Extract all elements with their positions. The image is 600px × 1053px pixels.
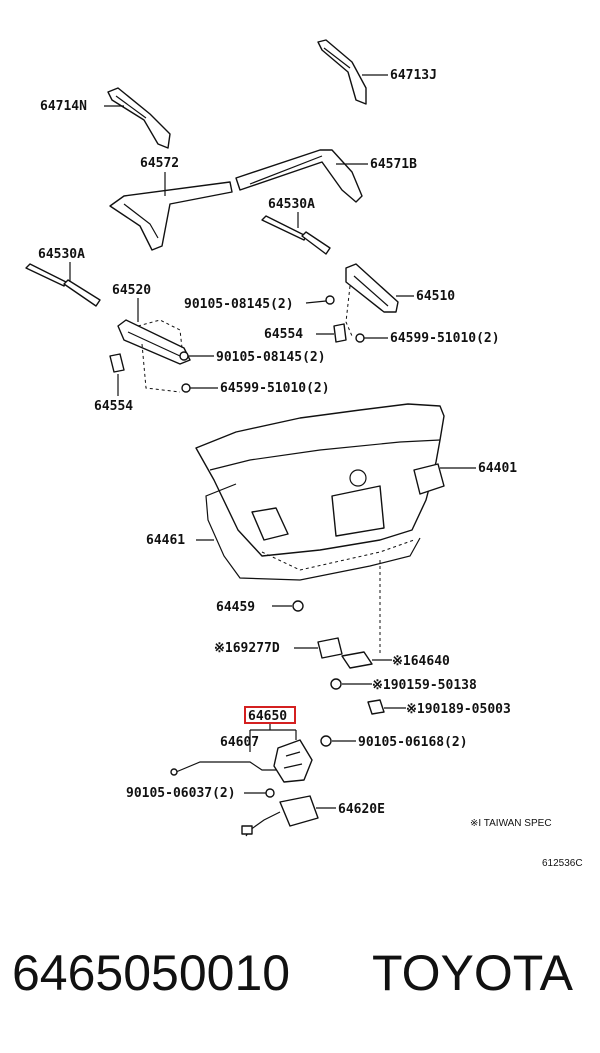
footer-part-number: 6465050010 xyxy=(12,945,290,1001)
part-64620E: 64620E xyxy=(241,795,385,837)
callout-90105-06037: 90105-06037(2) xyxy=(126,786,236,801)
part-164640: ※164640 xyxy=(341,560,450,669)
footer-brand: TOYOTA xyxy=(372,945,574,1001)
callout-64461: 64461 xyxy=(146,533,185,548)
diagram-code: 612536C xyxy=(542,858,583,869)
callout-64554-right: 64554 xyxy=(264,327,303,342)
part-64510: 64510 xyxy=(345,263,455,337)
part-64461-weatherstrip: 64461 xyxy=(146,483,421,581)
part-190159-50138: ※190159-50138 xyxy=(330,678,477,693)
callout-64714N: 64714N xyxy=(40,99,87,114)
part-90105-06168: 90105-06168(2) xyxy=(320,735,468,750)
part-90105-08145-top: 90105-08145(2) xyxy=(184,295,335,312)
part-64459: 64459 xyxy=(216,600,304,615)
callout-64713J: 64713J xyxy=(390,68,437,83)
part-90105-06037: 90105-06037(2) xyxy=(126,786,275,801)
callout-190189-05003: ※190189-05003 xyxy=(406,702,511,717)
part-64530A-right: 64530A xyxy=(261,197,331,255)
part-64572: 64572 xyxy=(109,156,233,251)
callout-64599-51010-left: 64599-51010(2) xyxy=(220,381,330,396)
callout-90105-08145-mid: 90105-08145(2) xyxy=(216,350,326,365)
part-64554-left: 64554 xyxy=(94,353,133,414)
part-169277D: ※169277D xyxy=(214,637,343,659)
callout-64530A-right: 64530A xyxy=(268,197,315,212)
callout-64650: 64650 xyxy=(248,709,287,724)
callout-64554-left: 64554 xyxy=(94,399,133,414)
part-64554-right: 64554 xyxy=(264,323,347,343)
part-64714N: 64714N xyxy=(40,87,171,149)
callout-64620E: 64620E xyxy=(338,802,385,817)
callout-164640: ※164640 xyxy=(392,654,450,669)
part-64650-assembly: 64650 xyxy=(244,706,297,752)
part-64401-trunk-lid: 64401 xyxy=(195,403,517,557)
part-64520: 64520 xyxy=(112,283,191,393)
part-90105-08145-mid: 90105-08145(2) xyxy=(179,350,326,365)
callout-64607: 64607 xyxy=(220,735,259,750)
part-lock-unit xyxy=(273,739,313,783)
callout-190159-50138: ※190159-50138 xyxy=(372,678,477,693)
callout-90105-08145-top: 90105-08145(2) xyxy=(184,297,294,312)
part-64530A-left: 64530A xyxy=(25,247,101,307)
part-190189-05003: ※190189-05003 xyxy=(367,699,511,717)
callout-64459: 64459 xyxy=(216,600,255,615)
spec-note: ※I TAIWAN SPEC xyxy=(470,818,552,829)
callout-64401: 64401 xyxy=(478,461,517,476)
callout-64599-51010-right: 64599-51010(2) xyxy=(390,331,500,346)
callout-64530A-left: 64530A xyxy=(38,247,85,262)
callout-64520: 64520 xyxy=(112,283,151,298)
callout-90105-06168: 90105-06168(2) xyxy=(358,735,468,750)
callout-64571B: 64571B xyxy=(370,157,417,172)
highlight-64650 xyxy=(244,706,296,724)
callout-64572: 64572 xyxy=(140,156,179,171)
callout-64510: 64510 xyxy=(416,289,455,304)
part-64571B: 64571B xyxy=(235,149,417,203)
callout-169277D: ※169277D xyxy=(214,641,280,656)
part-64599-51010-left: 64599-51010(2) xyxy=(181,381,330,396)
part-64607-cable: 64607 xyxy=(170,735,276,776)
part-64713J: 64713J xyxy=(317,39,437,105)
part-64599-51010-right: 64599-51010(2) xyxy=(355,331,500,346)
